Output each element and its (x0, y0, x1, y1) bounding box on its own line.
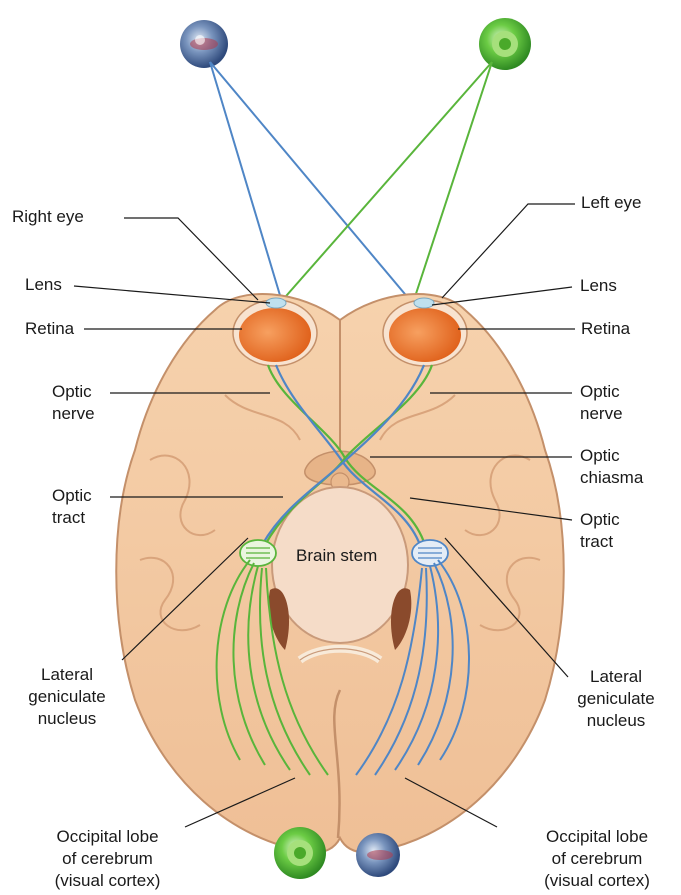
label-occipital-right-side: Occipital lobe of cerebrum (visual corte… (527, 826, 667, 892)
blue-cortex-image-icon (356, 833, 400, 877)
label-occipital-left-side: Occipital lobe of cerebrum (visual corte… (40, 826, 175, 892)
light-rays (210, 62, 492, 312)
label-retina-left-side: Retina (25, 318, 74, 340)
label-lens-right-side: Lens (580, 275, 617, 297)
label-lens-left-side: Lens (25, 274, 62, 296)
label-optic-chiasma: Optic chiasma (580, 445, 643, 489)
green-cortex-image-icon (274, 827, 326, 879)
lgn-left-shape (240, 540, 276, 566)
label-left-eye: Left eye (581, 192, 642, 214)
label-optic-tract-right-side: Optic tract (580, 509, 620, 553)
label-optic-nerve-left-side: Optic nerve (52, 381, 95, 425)
blue-object-icon (180, 20, 228, 68)
brain (116, 294, 564, 852)
label-lgn-right-side: Lateral geniculate nucleus (556, 666, 676, 732)
label-optic-tract-left-side: Optic tract (52, 485, 92, 529)
label-retina-right-side: Retina (581, 318, 630, 340)
green-object-icon (479, 18, 531, 70)
label-lgn-left-side: Lateral geniculate nucleus (8, 664, 126, 730)
label-optic-nerve-right-side: Optic nerve (580, 381, 623, 425)
label-right-eye: Right eye (12, 206, 84, 228)
label-brain-stem: Brain stem (296, 545, 377, 567)
lgn-right-shape (412, 540, 448, 566)
